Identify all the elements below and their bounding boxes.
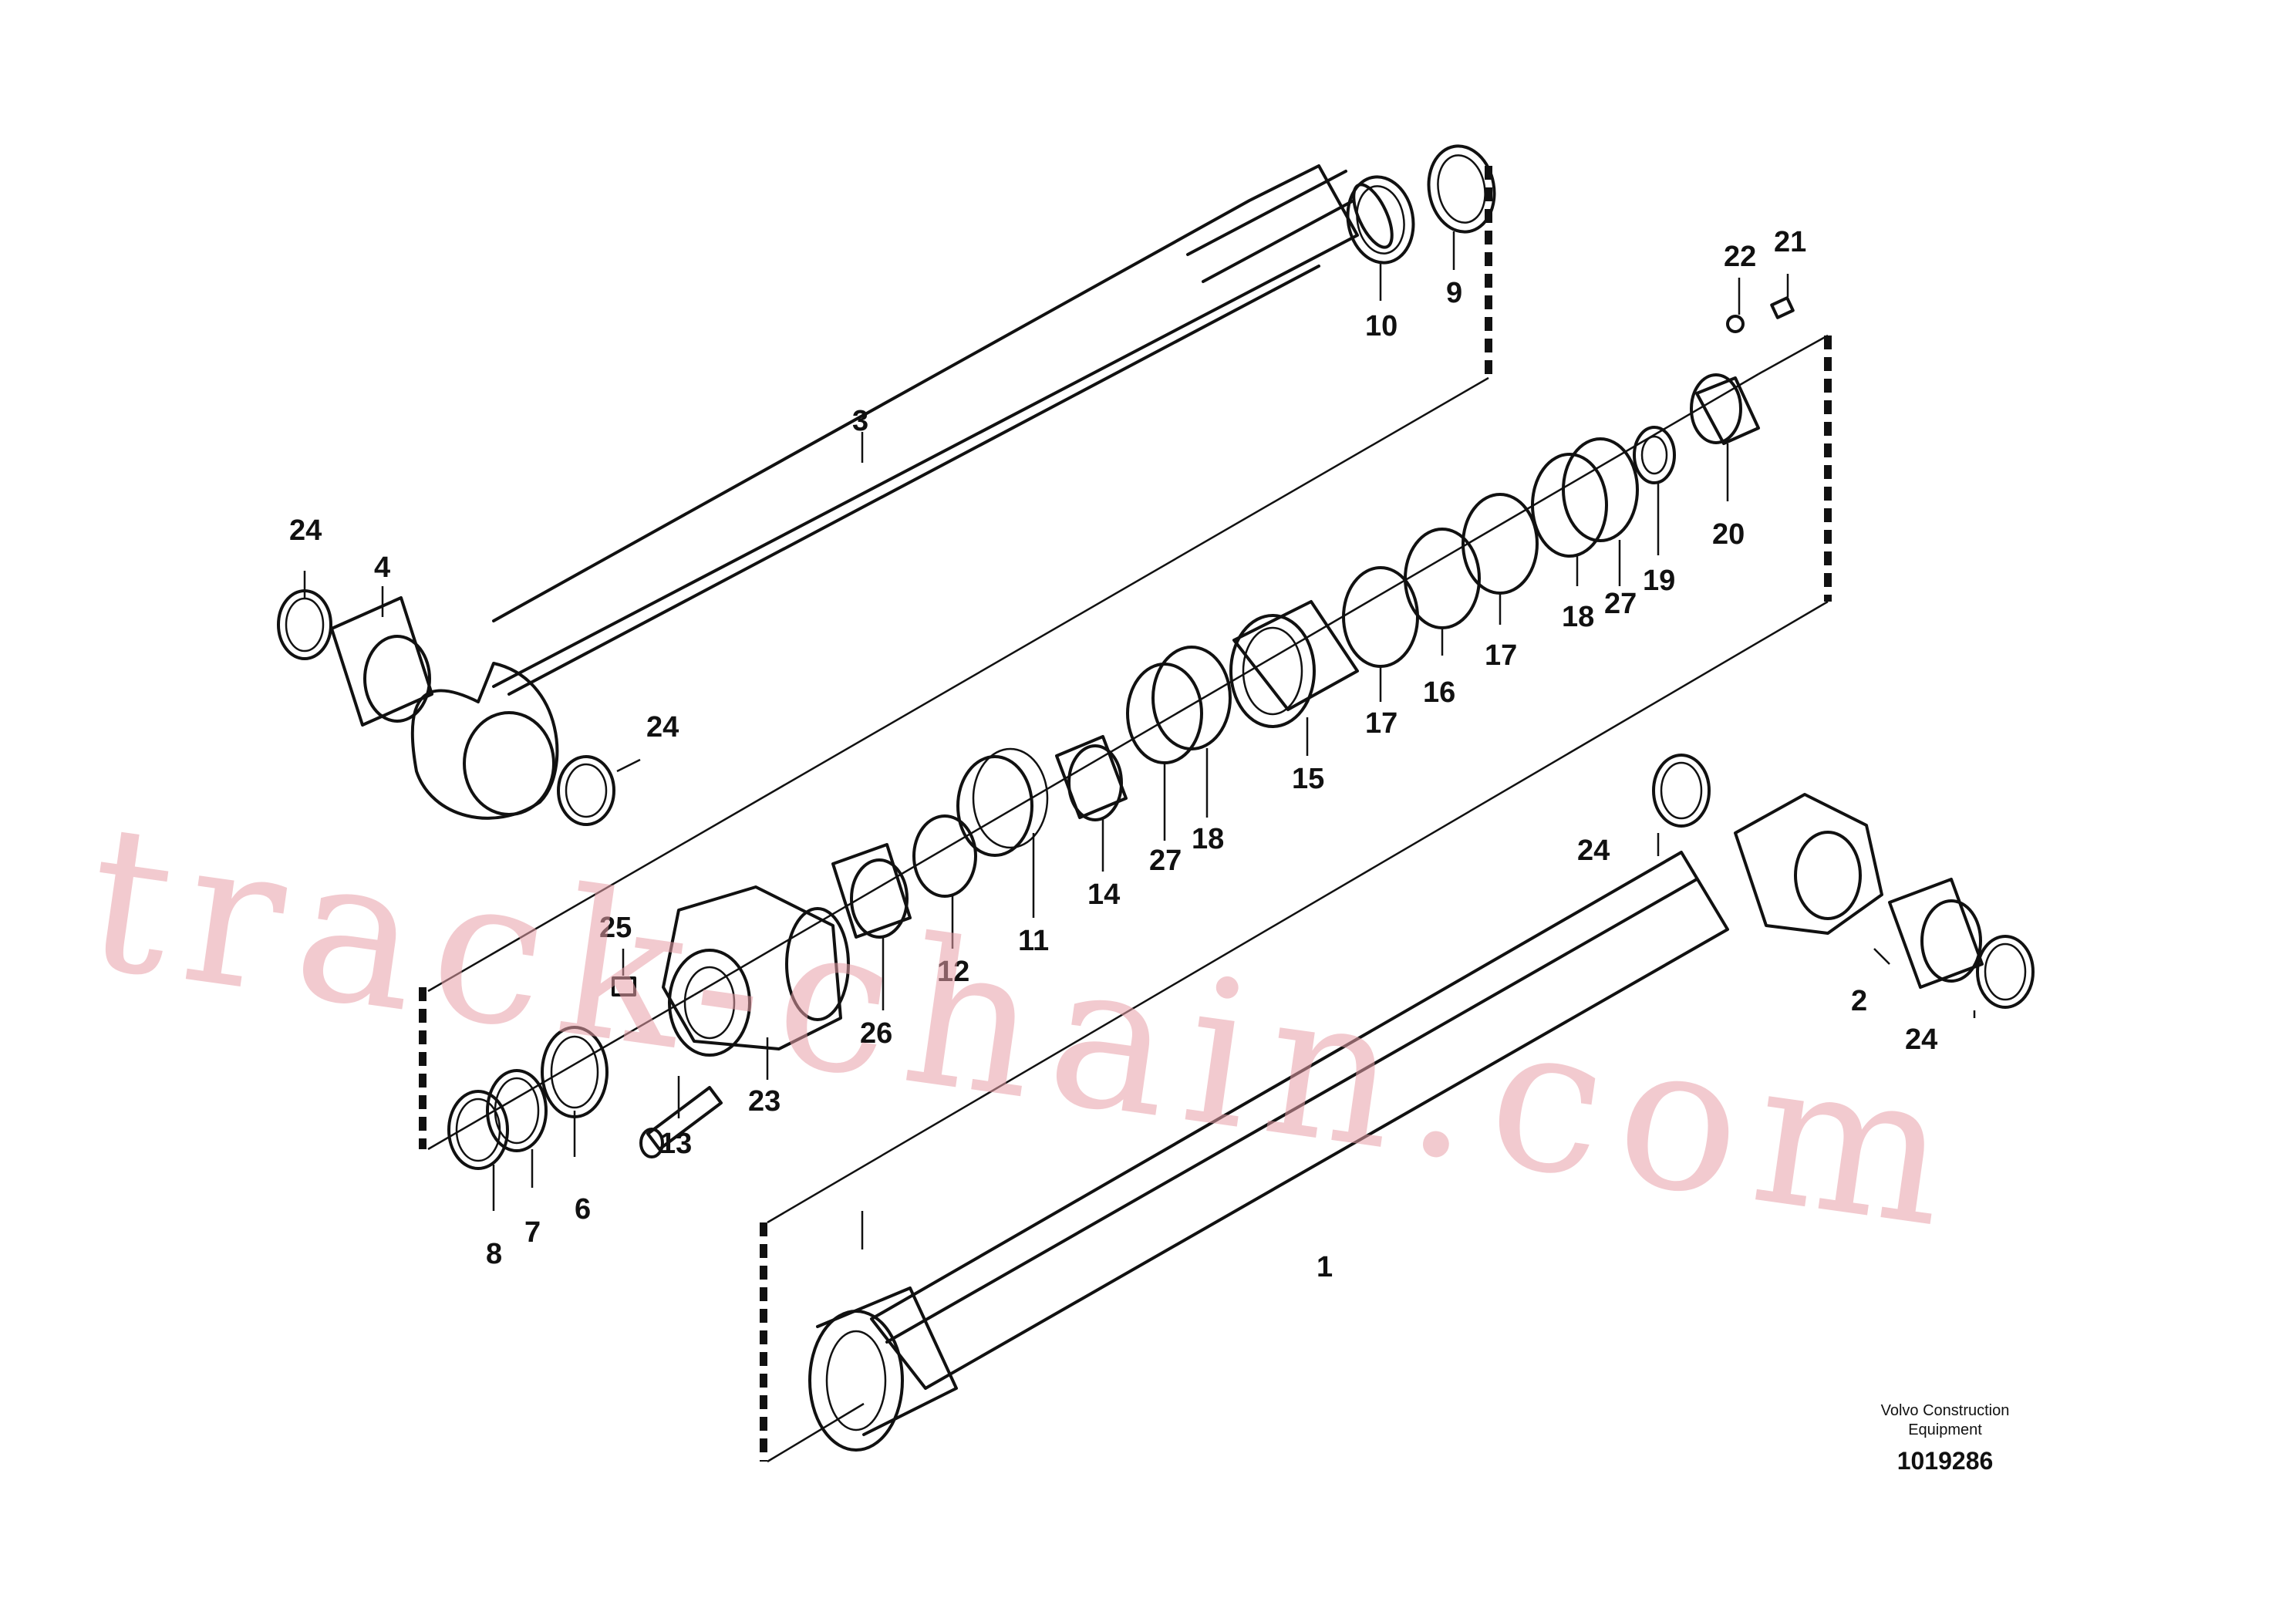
callout-21: 21 [1774,226,1806,258]
bushing-4 [330,596,433,727]
callout-4: 4 [374,551,390,584]
callout-24-right-top: 24 [1577,835,1610,867]
callout-27-lower: 27 [1149,845,1182,877]
callout-7: 7 [524,1216,541,1249]
callout-17-lower: 17 [1365,707,1397,740]
callout-27-upper: 27 [1604,588,1637,620]
seal-18-27-upper [1531,437,1639,558]
callout-11: 11 [1018,925,1049,957]
seal-ring-24-right-top [1652,754,1711,828]
seal-ring-24-upper-left [277,589,332,660]
callout-19: 19 [1643,565,1675,597]
ring-9 [1427,144,1496,234]
callout-2: 2 [1851,985,1867,1017]
callout-15: 15 [1292,763,1324,795]
callout-23: 23 [748,1085,781,1118]
bushing-14 [1055,735,1128,821]
callout-26: 26 [860,1017,892,1050]
plug-25 [612,976,636,996]
callout-14: 14 [1087,878,1120,911]
cylinder-head-23 [662,885,850,1057]
cylinder-tube [808,793,1883,1452]
callout-24-upper-mid: 24 [646,711,679,744]
seal-27-18-middle [1126,646,1232,764]
ring-7 [486,1069,548,1152]
snap-ring-12 [912,814,977,898]
callout-18-upper: 18 [1562,601,1594,633]
callout-8: 8 [486,1238,502,1270]
piston-15 [1229,600,1359,728]
callout-24-upper-left: 24 [289,514,322,547]
callout-24-right-bottom: 24 [1905,1023,1937,1056]
callout-17-upper: 17 [1485,639,1517,672]
callout-9: 9 [1446,277,1462,309]
callout-18-lower: 18 [1192,823,1224,855]
grub-screw-21 [1770,296,1795,319]
document-number: 1019286 [1897,1447,1994,1475]
credit-line-1: Volvo Construction [1881,1402,2010,1419]
callout-leaders [303,231,1976,1249]
callout-12: 12 [937,956,969,988]
ring-10 [1346,175,1415,265]
callout-labels: 1 2 3 4 6 7 8 9 10 11 12 13 14 15 16 17 … [289,226,1937,1283]
callout-3: 3 [852,405,868,437]
callout-1: 1 [1317,1251,1333,1283]
ball-22 [1726,315,1745,333]
callout-13: 13 [659,1128,692,1160]
washer-19 [1633,426,1676,484]
seal-ring-24-right-bottom [1976,935,2035,1009]
watermark-text: track-chain.com [74,781,1977,1274]
callout-6: 6 [575,1193,591,1226]
bushing-26 [831,843,912,939]
callout-22: 22 [1724,241,1756,273]
bushing-2 [1888,878,1984,989]
nut-20 [1690,373,1760,445]
ring-17-upper [1462,493,1539,595]
callout-20: 20 [1712,518,1745,551]
ring-11 [956,747,1049,857]
credit-line-2: Equipment [1908,1421,1982,1438]
ring-16 [1404,528,1481,629]
bolt-13 [639,1086,723,1158]
seal-ring-24-upper-mid [557,755,615,826]
callout-16: 16 [1423,676,1455,709]
callout-10: 10 [1365,310,1397,342]
callout-25: 25 [599,912,632,944]
